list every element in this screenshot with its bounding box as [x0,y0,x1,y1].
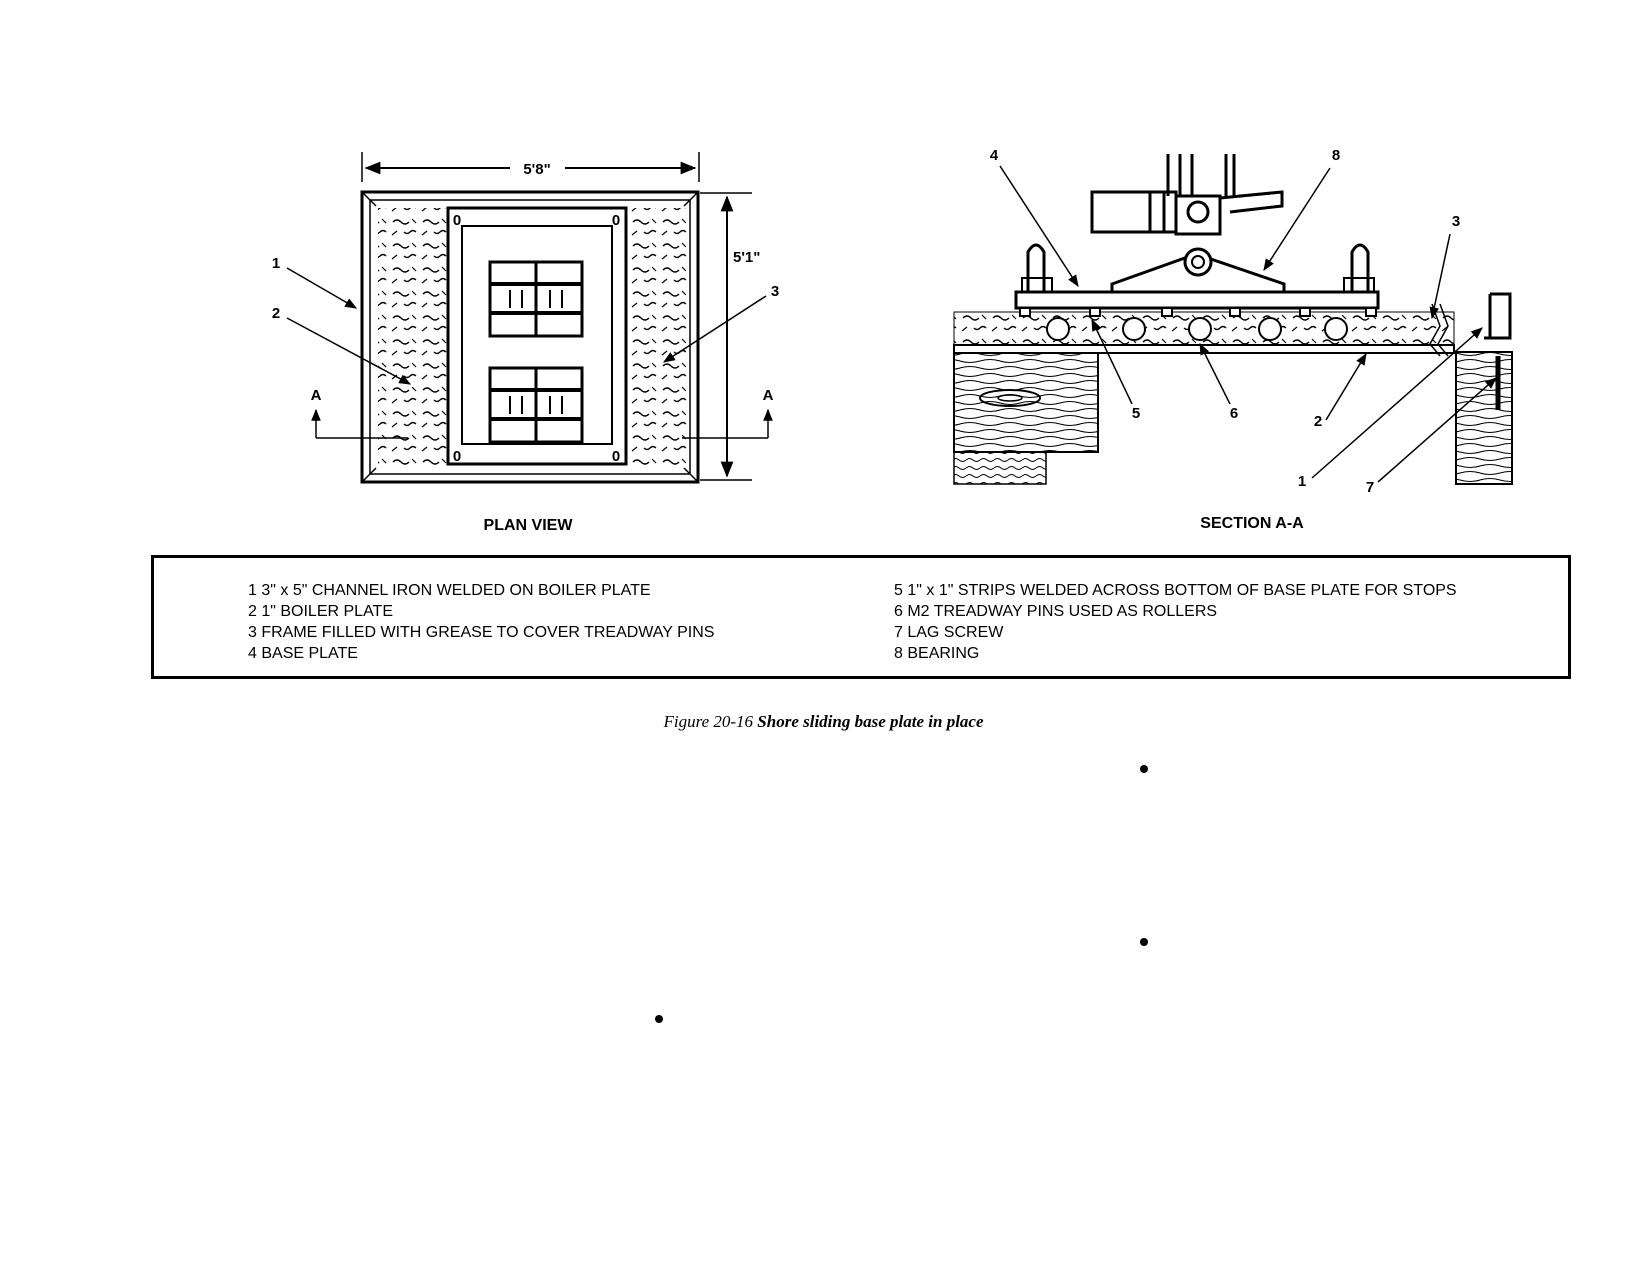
legend-column-left: 1 3" x 5" CHANNEL IRON WELDED ON BOILER … [248,580,714,664]
section-callout-1: 1 [1298,473,1306,490]
bearing-section [1090,154,1286,294]
grease-fill-left [378,208,450,466]
figure-caption: Figure 20-16 Shore sliding base plate in… [0,712,1647,732]
plan-callout-1: 1 [272,255,280,272]
bearing-plan-top [488,260,584,338]
stop-strips [1019,307,1377,317]
treadway-pin-rollers [1046,317,1348,341]
grease-fill-right [626,208,686,466]
legend-item-6: 6 M2 TREADWAY PINS USED AS ROLLERS [894,603,1218,620]
bearing-plan-bottom [488,366,584,444]
figure-title: Shore sliding base plate in place [757,712,984,731]
base-plate-section [1014,290,1380,310]
guide-left [1026,243,1046,292]
width-dimension-label: 5'8" [523,161,550,178]
legend-item-2: 2 1" BOILER PLATE [248,603,393,620]
stray-dot [655,1015,663,1023]
timber-left-end [953,451,1047,485]
channel-iron-frame [360,190,700,484]
figure-number: Figure 20-16 [663,712,754,731]
section-view-title: SECTION A-A [1200,515,1304,532]
svg-text:0: 0 [612,448,620,465]
plan-view: 5'8" 5'1" 0 0 0 0 [272,152,779,534]
legend-item-4: 4 BASE PLATE [248,645,358,662]
section-callout-8: 8 [1332,147,1340,164]
svg-text:0: 0 [453,212,461,229]
guide-right [1350,243,1370,292]
section-callout-7: 7 [1366,479,1374,496]
channel-iron-section [1484,292,1512,340]
section-callout-2: 2 [1314,413,1322,430]
legend-item-8: 8 BEARING [894,645,980,662]
plan-callout-2: 2 [272,305,280,322]
section-view: 4 8 3 5 6 2 1 7 SECTION A-A [953,147,1513,532]
legend-item-5: 5 1" x 1" STRIPS WELDED ACROSS BOTTOM OF… [894,582,1457,599]
svg-text:0: 0 [612,212,620,229]
section-callout-4: 4 [990,147,999,164]
legend-item-3: 3 FRAME FILLED WITH GREASE TO COVER TREA… [248,624,715,641]
plan-view-title: PLAN VIEW [484,517,574,534]
stray-dot [1140,765,1148,773]
plan-callout-3: 3 [771,283,779,300]
section-marker-right: A [763,387,774,404]
timber-left [953,351,1099,453]
height-dimension-label: 5'1" [733,249,760,266]
section-callout-3: 3 [1452,213,1460,230]
section-callout-5: 5 [1132,405,1140,422]
legend-box: 1 3" x 5" CHANNEL IRON WELDED ON BOILER … [151,555,1571,679]
timber-right [1455,351,1513,485]
stray-dot [1140,938,1148,946]
legend-item-1: 1 3" x 5" CHANNEL IRON WELDED ON BOILER … [248,582,651,599]
section-marker-left: A [311,387,322,404]
svg-text:0: 0 [453,448,461,465]
section-callout-6: 6 [1230,405,1238,422]
legend-column-right: 5 1" x 1" STRIPS WELDED ACROSS BOTTOM OF… [894,580,1457,664]
figure-diagram: 5'8" 5'1" 0 0 0 0 [272,147,1513,534]
legend-item-7: 7 LAG SCREW [894,624,1004,641]
